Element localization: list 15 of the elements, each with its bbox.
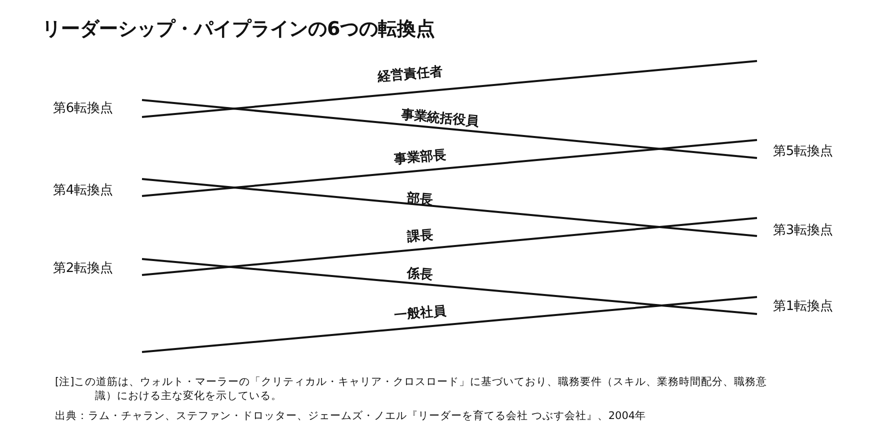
career-stage-label: 係長 [406,264,434,284]
turning-point-label: 第3転換点 [772,222,834,239]
career-stage-label: 事業部長 [393,146,447,168]
turning-point-label: 第2転換点 [52,260,114,277]
turning-point-label: 第5転換点 [772,143,834,160]
diagram-title: リーダーシップ・パイプラインの6つの転換点 [42,17,436,42]
career-stage-label: 一般社員 [393,302,447,324]
source-note: 出典：ラム・チャラン、ステファン・ドロッター、ジェームズ・ノエル『リーダーを育てる会社 つぶす会社』、2004年 [55,410,648,424]
turning-point-label: 第1転換点 [772,298,834,315]
career-stage-label: 事業統括役員 [400,106,480,130]
turning-point-label: 第6転換点 [52,100,114,117]
footnote: [注]この道筋は、ウォルト・マーラーの「クリティカル・キャリア・クロスロード」に基づいており、職務要件（スキル、業務時間配分、職務意識）における主な変化を示している。 [55,376,768,404]
turning-point-label: 第4転換点 [52,182,114,199]
career-stage-label: 課長 [406,226,434,246]
career-stage-label: 経営責任者 [376,63,444,86]
